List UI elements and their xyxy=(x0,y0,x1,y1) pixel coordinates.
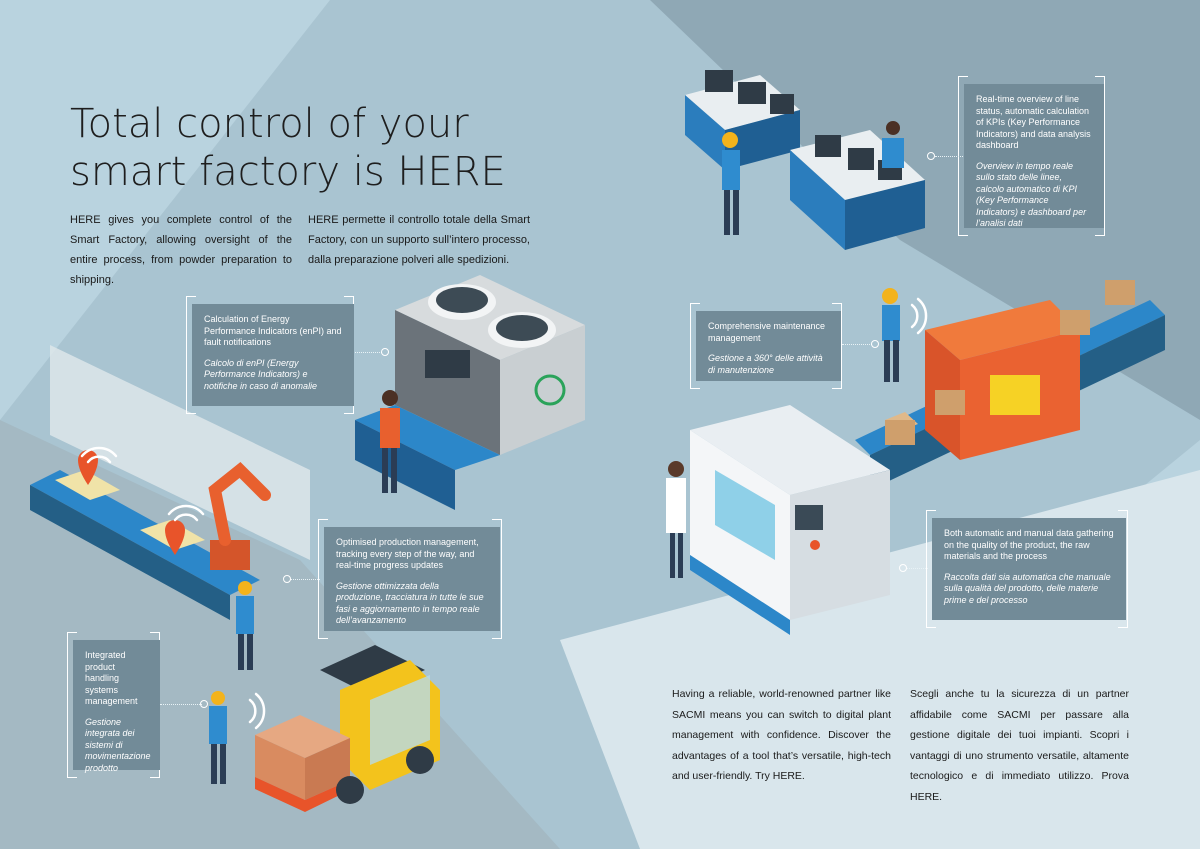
info-maintenance-italian: Gestione a 360° delle attività di manute… xyxy=(708,353,823,375)
connector-dot xyxy=(927,152,935,160)
bracket-left xyxy=(186,296,196,414)
connector-dot xyxy=(200,700,208,708)
connector-line xyxy=(842,344,872,345)
bracket-left xyxy=(926,510,936,628)
connector-line xyxy=(160,704,202,705)
info-box-maintenance: Comprehensive maintenance management Ges… xyxy=(696,311,841,381)
intro-italian: HERE permette il controllo totale della … xyxy=(308,214,530,266)
page-title: Total control of your smart factory is H… xyxy=(70,100,550,196)
control-room-desks xyxy=(685,70,925,250)
info-handling-italian: Gestione integrata dei sistemi di movime… xyxy=(85,716,151,773)
info-kpi-english: Real-time overview of line status, autom… xyxy=(976,94,1091,150)
info-box-kpi: Real-time overview of line status, autom… xyxy=(964,84,1104,228)
conveyor-boxes xyxy=(855,280,1165,490)
closing-english: Having a reliable, world-renowned partne… xyxy=(672,688,891,782)
wifi-signals-icon xyxy=(80,297,928,730)
info-production-english: Optimised production management, trackin… xyxy=(336,537,479,570)
forklift xyxy=(209,645,440,812)
bracket-right xyxy=(1095,76,1105,236)
closing-italian: Scegli anche tu la sicurezza di un partn… xyxy=(910,688,1129,803)
info-kpi-italian: Overview in tempo reale sullo stato dell… xyxy=(976,160,1087,229)
info-box-quality: Both automatic and manual data gathering… xyxy=(932,518,1126,620)
info-energy-italian: Calcolo di enPI (Energy Performance Indi… xyxy=(204,357,318,391)
connector-dot xyxy=(871,340,879,348)
quality-lab-machine xyxy=(666,405,890,635)
connector-line xyxy=(906,568,928,569)
bracket-left xyxy=(690,303,700,389)
bracket-right xyxy=(832,303,842,389)
info-energy-english: Calculation of Energy Performance Indica… xyxy=(204,314,342,347)
bracket-right xyxy=(492,519,502,639)
info-box-handling: Integrated product handling systems mana… xyxy=(73,640,160,773)
connector-line xyxy=(290,579,320,580)
title-line-1: Total control of your xyxy=(70,101,469,147)
connector-dot xyxy=(899,564,907,572)
info-production-italian: Gestione ottimizzata della produzione, t… xyxy=(336,580,484,626)
info-maintenance-english: Comprehensive maintenance management xyxy=(708,321,826,343)
bracket-right xyxy=(1118,510,1128,628)
info-quality-english: Both automatic and manual data gathering… xyxy=(944,528,1114,561)
info-box-energy: Calculation of Energy Performance Indica… xyxy=(192,304,354,406)
connector-dot xyxy=(283,575,291,583)
intro-english: HERE gives you complete control of the S… xyxy=(70,214,292,286)
info-box-production: Optimised production management, trackin… xyxy=(324,527,500,631)
power-unit xyxy=(355,275,585,510)
connector-line xyxy=(348,352,382,353)
info-quality-italian: Raccolta dati sia automatica che manuale… xyxy=(944,571,1111,605)
title-line-2: smart factory is HERE xyxy=(70,149,506,195)
info-handling-english: Integrated product handling systems mana… xyxy=(85,650,138,706)
connector-dot xyxy=(381,348,389,356)
bracket-left xyxy=(67,632,77,778)
connector-line xyxy=(935,156,965,157)
